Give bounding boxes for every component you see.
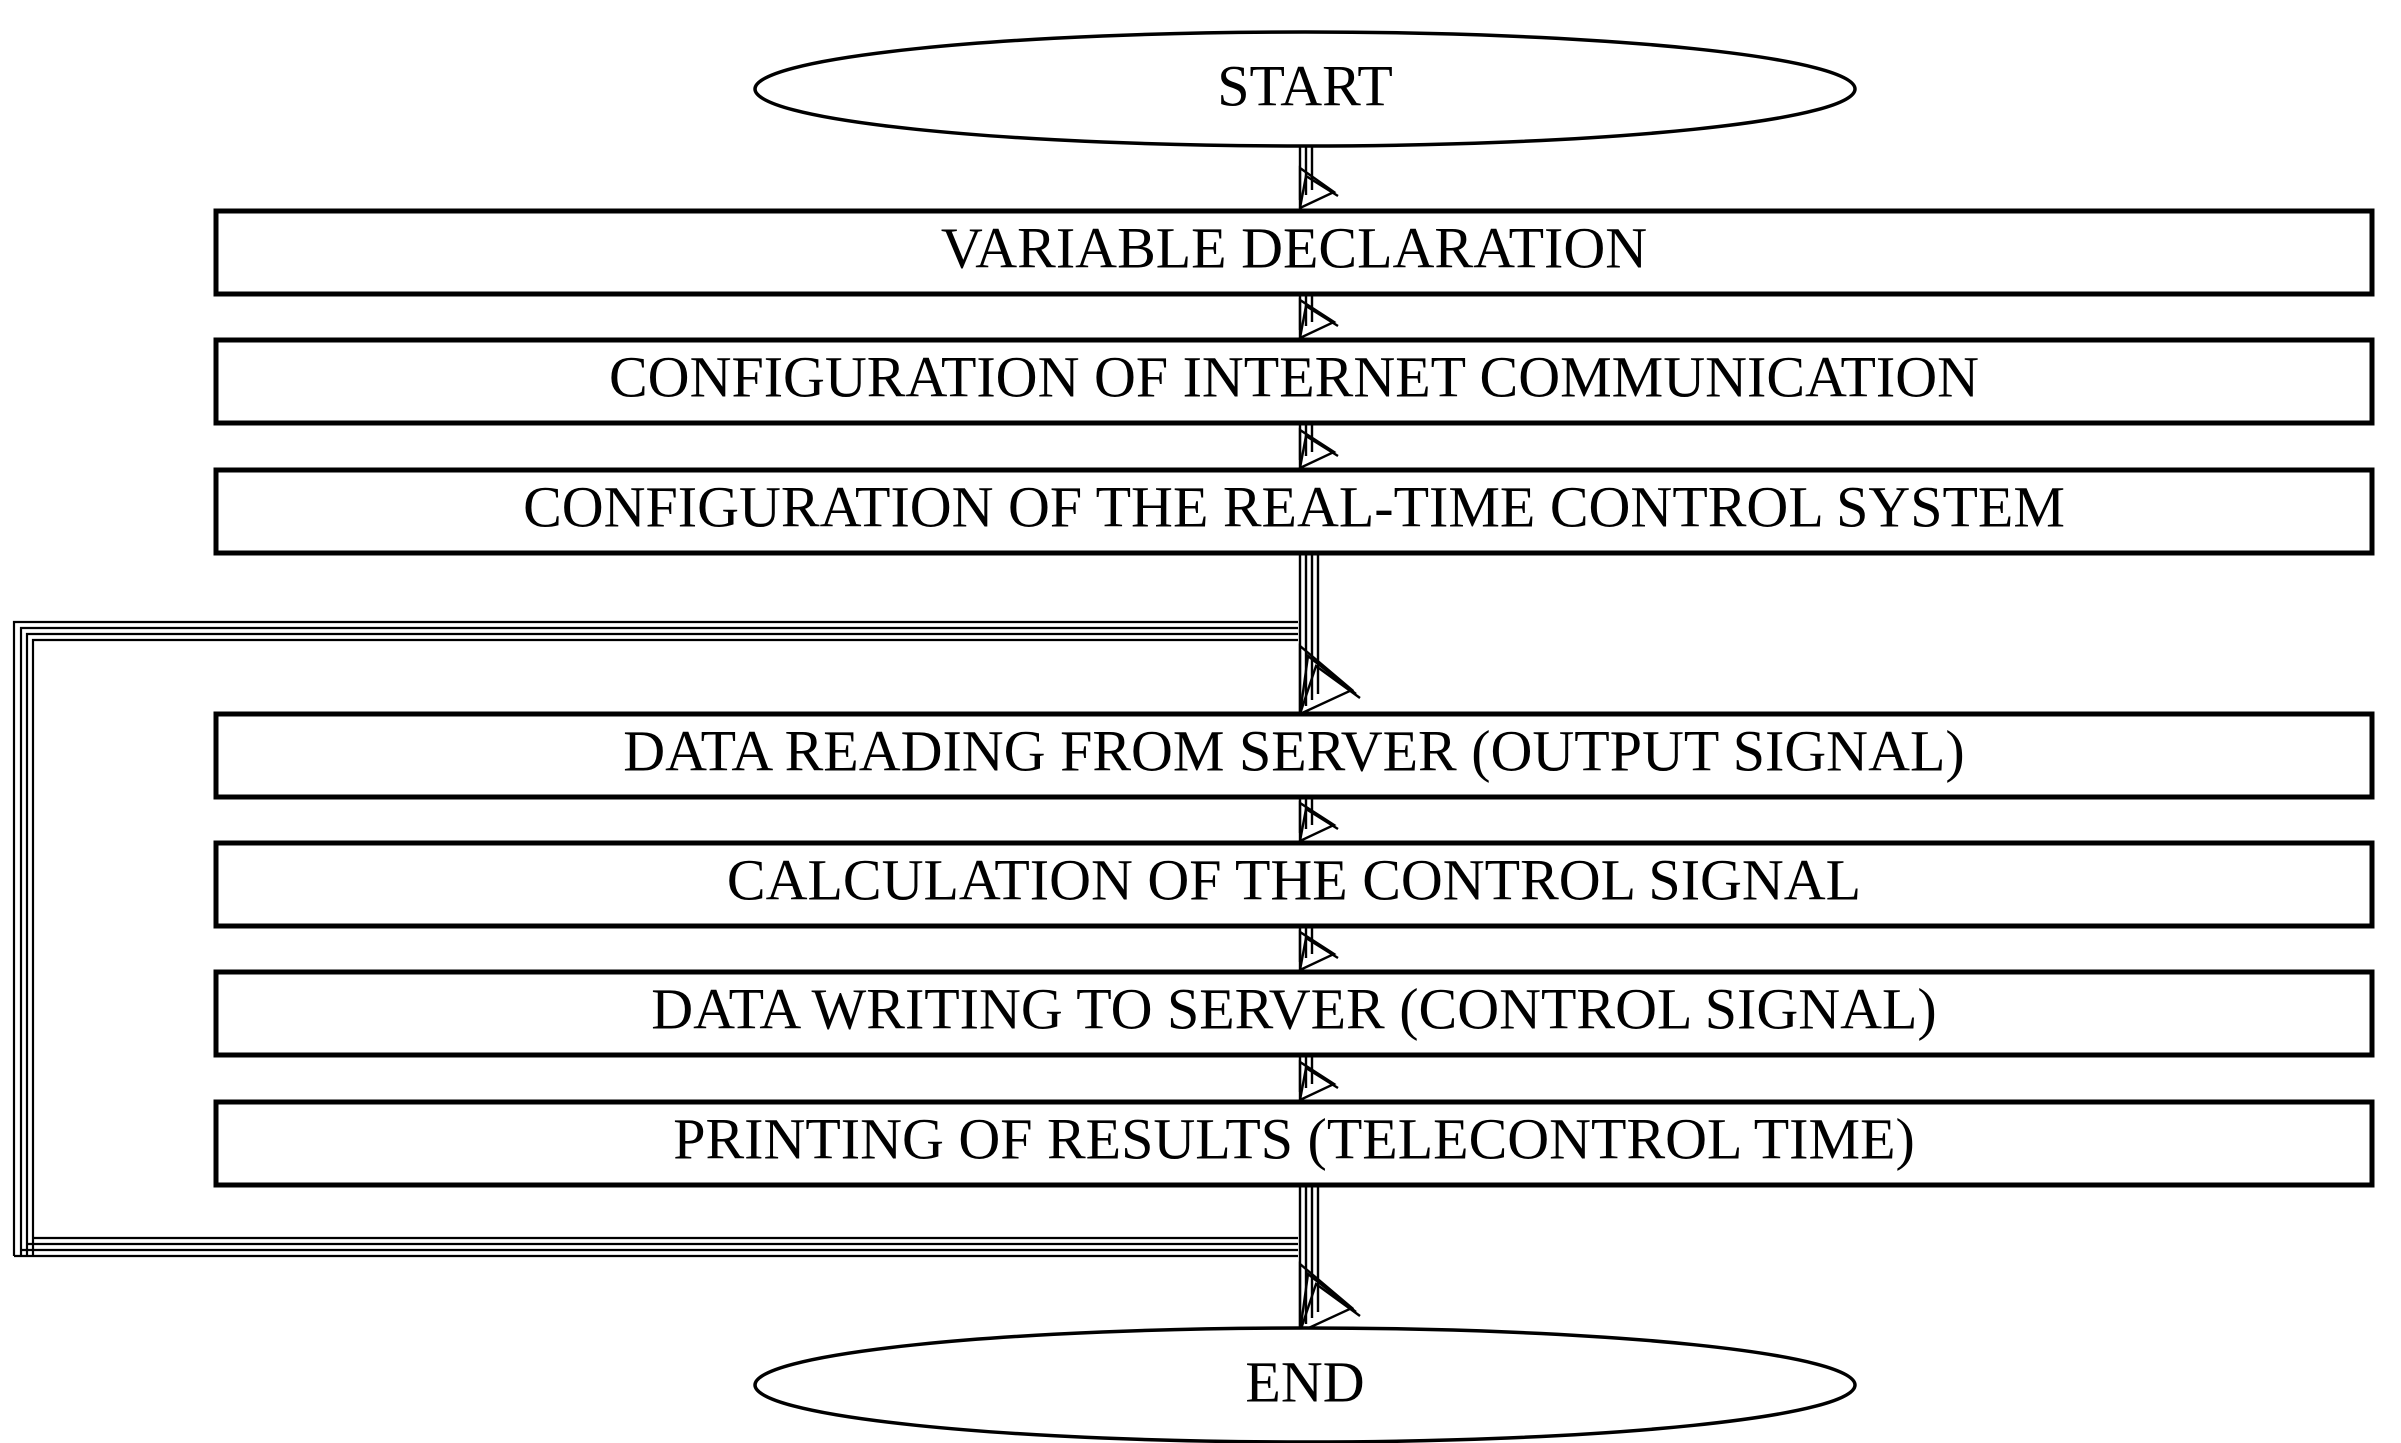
edge-config-realtime-control-system-to-data-reading-from-server <box>1298 553 1361 716</box>
node-calculation-control-signal: CALCULATION OF THE CONTROL SIGNAL <box>213 840 2375 929</box>
node-variable-declaration-label: VARIABLE DECLARATION <box>941 215 1647 280</box>
node-data-writing-to-server-label: DATA WRITING TO SERVER (CONTROL SIGNAL) <box>651 976 1937 1041</box>
edge-variable-declaration-to-config-internet-communication <box>1298 294 1339 340</box>
node-start: START <box>753 30 1857 148</box>
config-realtime-control-system-box-shape <box>213 467 2375 556</box>
node-printing-of-results-label: PRINTING OF RESULTS (TELECONTROL TIME) <box>673 1106 1915 1171</box>
data-reading-from-server-box-shape <box>213 711 2375 800</box>
calculation-control-signal-box-shape <box>213 840 2375 929</box>
node-printing-of-results: PRINTING OF RESULTS (TELECONTROL TIME) <box>213 1099 2375 1188</box>
node-config-realtime-control-system-label: CONFIGURATION OF THE REAL-TIME CONTROL S… <box>523 474 2065 539</box>
edge-start-to-variable-declaration <box>1298 146 1339 210</box>
edge-printing-of-results-to-end <box>1298 1185 1361 1334</box>
edge-loop-back-left <box>12 620 1298 1258</box>
node-end: END <box>753 1326 1857 1443</box>
node-config-internet-communication: CONFIGURATION OF INTERNET COMMUNICATION <box>213 337 2375 426</box>
node-end-label: END <box>1245 1349 1364 1414</box>
edge-data-reading-from-server-to-calculation-control-signal <box>1298 797 1339 843</box>
variable-declaration-box-shape <box>213 208 2375 297</box>
data-writing-to-server-box-shape <box>213 969 2375 1058</box>
edge-data-writing-to-server-to-printing-of-results <box>1298 1055 1339 1102</box>
end-ellipse-shape <box>753 1326 1857 1443</box>
node-variable-declaration: VARIABLE DECLARATION <box>213 208 2375 297</box>
edge-calculation-control-signal-to-data-writing-to-server <box>1298 926 1339 972</box>
node-config-realtime-control-system: CONFIGURATION OF THE REAL-TIME CONTROL S… <box>213 467 2375 556</box>
node-data-reading-from-server: DATA READING FROM SERVER (OUTPUT SIGNAL) <box>213 711 2375 800</box>
config-internet-communication-box-shape <box>213 337 2375 426</box>
node-calculation-control-signal-label: CALCULATION OF THE CONTROL SIGNAL <box>727 847 1861 912</box>
edge-config-internet-communication-to-config-realtime-control-system <box>1298 423 1339 470</box>
node-config-internet-communication-label: CONFIGURATION OF INTERNET COMMUNICATION <box>609 344 1979 409</box>
node-data-writing-to-server: DATA WRITING TO SERVER (CONTROL SIGNAL) <box>213 969 2375 1058</box>
printing-of-results-box-shape <box>213 1099 2375 1188</box>
node-start-label: START <box>1217 53 1393 118</box>
node-data-reading-from-server-label: DATA READING FROM SERVER (OUTPUT SIGNAL) <box>623 718 1964 783</box>
